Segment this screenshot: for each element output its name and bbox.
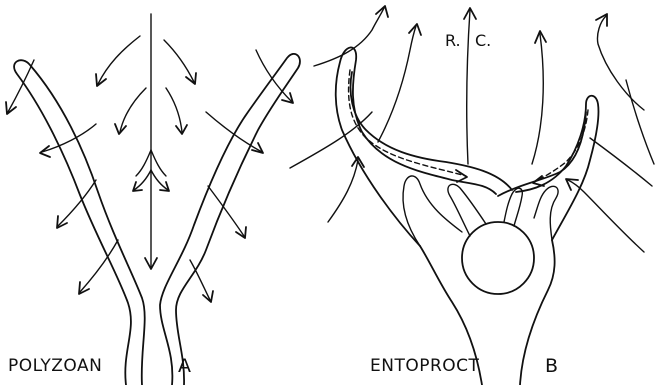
outflow-arrow xyxy=(532,34,543,164)
outflow-arrow xyxy=(206,112,262,152)
entoproct-left-tentacle xyxy=(336,47,496,246)
arrowhead-icon xyxy=(96,74,106,86)
inflow-arrow xyxy=(314,8,384,66)
entoproct-gut xyxy=(448,184,486,236)
inflow-arrow xyxy=(590,138,652,186)
polyzoan-figure xyxy=(6,14,300,385)
current-label-c: C. xyxy=(475,33,491,49)
inflow-arrow xyxy=(378,26,416,142)
entoproct-gut xyxy=(504,188,522,226)
panel-a-letter: A xyxy=(178,357,191,376)
inflow-arrow xyxy=(8,60,34,112)
polyzoan-left-tentacle xyxy=(14,60,145,385)
polyzoan-caption: POLYZOAN xyxy=(8,358,102,375)
center-split-arrow xyxy=(151,150,166,176)
entoproct-caption: ENTOPROCT xyxy=(370,358,479,375)
ciliary-current-left xyxy=(349,70,466,176)
inflow-arrow xyxy=(626,80,654,164)
inflow-arrow xyxy=(98,36,140,84)
center-split-arrow xyxy=(134,170,151,190)
entoproct-figure xyxy=(290,6,654,385)
entoproct-gut xyxy=(534,186,558,240)
center-split-arrow xyxy=(151,170,168,190)
inflow-arrow xyxy=(328,160,358,222)
entoproct-left-tentacle xyxy=(351,72,512,190)
outflow-arrow xyxy=(190,260,210,300)
entoproct-stomach xyxy=(462,222,534,294)
inflow-arrow xyxy=(164,40,194,82)
outflow-arrow xyxy=(467,10,470,164)
panel-b-letter: B xyxy=(545,357,558,376)
current-label-r: R. xyxy=(445,33,461,49)
inflow-arrow xyxy=(166,88,182,132)
inflow-arrow xyxy=(597,16,644,110)
inflow-arrow xyxy=(120,88,146,132)
arrowhead-icon xyxy=(186,73,196,84)
entoproct-gut xyxy=(403,176,462,246)
arrowhead-icon xyxy=(596,14,607,26)
center-split-arrow xyxy=(136,150,151,176)
polyzoan-right-tentacle xyxy=(160,54,300,385)
